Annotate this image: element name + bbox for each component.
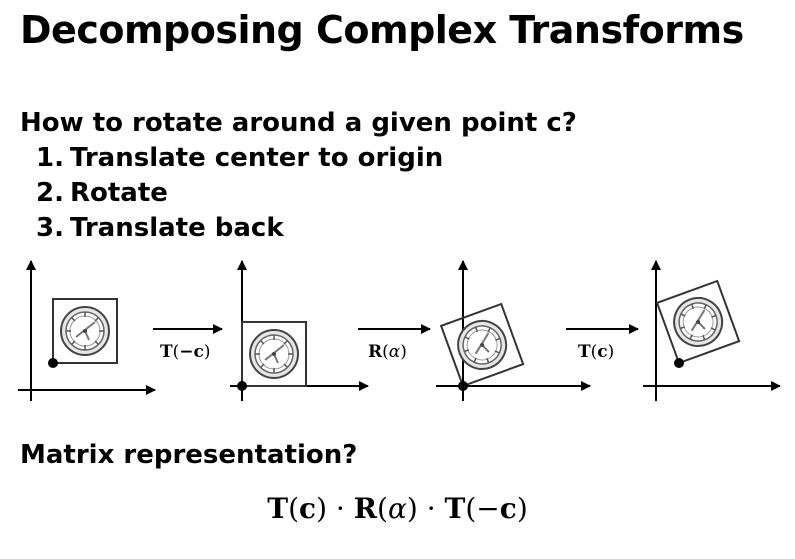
rotation-question: How to rotate around a given point c? <box>20 108 577 138</box>
step-text: Translate center to origin <box>69 143 444 173</box>
image-frame <box>241 321 307 387</box>
formula-part: T <box>444 492 466 525</box>
arrow-translate-negative: T(−c) <box>153 324 223 362</box>
rotated-image <box>655 279 741 365</box>
op-argument: c <box>597 342 607 362</box>
step-text: Translate back <box>69 213 284 243</box>
center-point <box>48 358 58 368</box>
step-item: 2.Rotate <box>36 176 443 211</box>
composite-formula: T(c) · R(α) · T(−c) <box>0 492 795 525</box>
formula-part: R <box>353 492 378 525</box>
step-number: 1. <box>36 143 64 173</box>
image-frame <box>52 298 118 364</box>
op-symbol: T <box>160 342 173 362</box>
step-item: 1.Translate center to origin <box>36 141 443 176</box>
center-point <box>458 381 468 391</box>
formula-part: · <box>417 492 445 525</box>
arrow-translate-back: T(c) <box>566 324 639 362</box>
rotated-image <box>439 302 525 388</box>
formula-part: (α) <box>377 492 418 525</box>
op-label: T(−c) <box>160 342 211 362</box>
arrow-rotate: R(α) <box>358 324 431 362</box>
panel-translated-to-origin <box>230 260 369 401</box>
center-point <box>237 381 247 391</box>
formula-part: (−c) <box>465 492 528 525</box>
slide-title: Decomposing Complex Transforms <box>20 8 744 52</box>
formula-part: · <box>327 492 354 525</box>
steps-list: 1.Translate center to origin 2.Rotate 3.… <box>36 141 443 246</box>
transform-sequence-diagram: T(−c) R(α) T(c) <box>18 260 781 401</box>
step-number: 2. <box>36 178 64 208</box>
panel-rotated <box>436 260 591 401</box>
image-frame <box>655 279 741 365</box>
panel-original <box>18 260 156 401</box>
clock-icon <box>60 306 110 356</box>
panel-translated-back <box>643 260 781 401</box>
op-label: T(c) <box>578 342 614 362</box>
op-argument: −c <box>179 342 204 362</box>
op-label: R(α) <box>368 342 407 362</box>
formula-part: (c) <box>288 492 328 525</box>
op-symbol: T <box>578 342 591 362</box>
center-point <box>674 358 684 368</box>
clock-icon <box>666 290 730 354</box>
step-number: 3. <box>36 213 64 243</box>
op-argument: α <box>389 342 401 362</box>
formula-part: T <box>267 492 289 525</box>
step-text: Rotate <box>69 178 168 208</box>
clock-icon <box>450 313 514 377</box>
step-item: 3.Translate back <box>36 211 443 246</box>
matrix-question: Matrix representation? <box>20 440 358 470</box>
op-symbol: R <box>368 342 383 362</box>
clock-icon <box>249 329 299 379</box>
image-frame <box>439 302 525 388</box>
